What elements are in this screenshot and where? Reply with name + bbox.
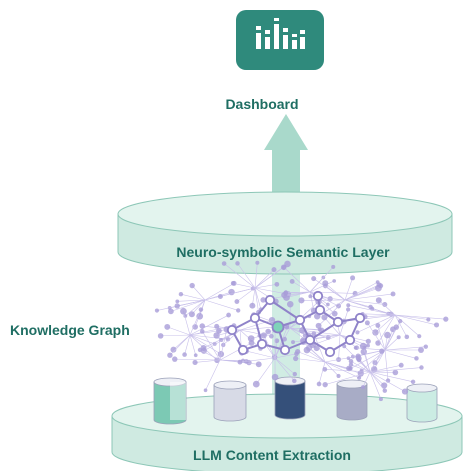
- cylinder-source-1: [154, 378, 186, 424]
- semantic-layer-label: Neuro-symbolic Semantic Layer: [143, 244, 423, 260]
- cylinder-source-5: [407, 384, 437, 422]
- cylinder-source-2: [214, 381, 246, 421]
- extraction-layer-label: LLM Content Extraction: [152, 447, 392, 463]
- bar-chart-monitor-icon: [236, 10, 324, 70]
- semantic-layer-disc: [118, 192, 452, 274]
- dashboard-label: Dashboard: [212, 96, 312, 112]
- knowledge-graph-label: Knowledge Graph: [10, 322, 130, 338]
- cylinder-source-3: [275, 377, 305, 419]
